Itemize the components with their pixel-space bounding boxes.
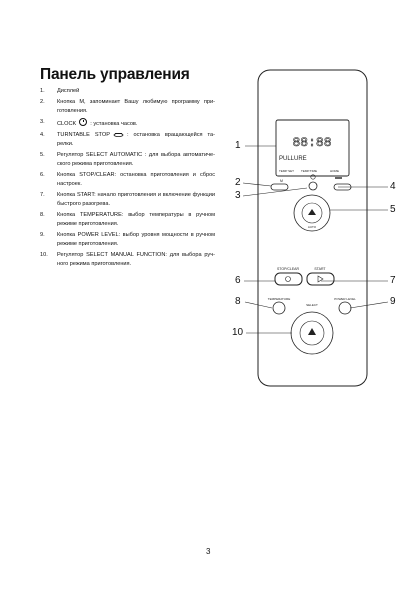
power-level-button[interactable] — [338, 301, 352, 315]
list-item: 1.Дисплей — [40, 88, 80, 94]
display-text: PULLURE — [279, 156, 307, 162]
list-item: 10.Регулятор SELECT MANUAL FUNCTION: для… — [40, 252, 215, 268]
stop-clear-button[interactable] — [274, 272, 303, 286]
m-button[interactable] — [270, 183, 289, 191]
list-item: 7.Кнопка START: начало приготовления и в… — [40, 192, 215, 208]
temperature-label: TEMPERATURE — [268, 297, 290, 301]
stop-clear-label: STOP/CLEAR — [277, 267, 300, 271]
turntable-stop-button[interactable] — [333, 183, 352, 191]
control-list: 1.Дисплей 2.Кнопка М, запоминает Вашу лю… — [40, 87, 215, 271]
callout-9: 9 — [390, 296, 396, 307]
display-sublabel: TEMP.TIME — [301, 169, 317, 173]
page-title: Панель управления — [40, 66, 190, 83]
temperature-button[interactable] — [272, 301, 286, 315]
power-level-label: POWER LEVEL — [334, 297, 356, 301]
start-icon — [317, 275, 324, 283]
list-item: 3.CLOCK: установка часов. — [40, 118, 138, 128]
list-item: 8.Кнопка TEMPERATURE: выбор температуры … — [40, 212, 215, 228]
callout-2: 2 — [235, 177, 241, 188]
turntable-icon — [113, 133, 124, 138]
display-digits: 88:88 — [292, 135, 331, 150]
clock-icon — [310, 174, 316, 180]
page-number: 3 — [206, 547, 211, 556]
display-sublabel: TEMP SET — [279, 169, 294, 173]
callout-3: 3 — [235, 190, 241, 201]
list-item: 6.Кнопка STOP/CLEAR: остановка приготовл… — [40, 172, 215, 188]
list-item: 9.Кнопка POWER LEVEL: выбор уровня мощно… — [40, 232, 215, 248]
manual-dial-label: SELECT — [306, 303, 318, 307]
list-item: 2.Кнопка М, запоминает Вашу любимую прог… — [40, 99, 215, 114]
display-sublabel: HOME — [330, 169, 339, 173]
auto-dial-label: AUTO — [308, 225, 317, 229]
start-label: START — [314, 267, 326, 271]
dial-arrow-icon — [308, 209, 316, 215]
callout-7: 7 — [390, 275, 396, 286]
dial-arrow-icon — [308, 328, 316, 335]
control-panel-illustration: 88:88 PULLURE TEMP SET TEMP.TIME HOME M … — [257, 69, 368, 387]
callout-4: 4 — [390, 181, 396, 192]
list-item: 5.Регулятор SELECT AUTOMATIC : для выбор… — [40, 152, 215, 168]
callout-5: 5 — [390, 204, 396, 215]
callout-8: 8 — [235, 296, 241, 307]
list-item: 4.TURNTABLE STOP: остановка вращающейся … — [40, 132, 215, 148]
callout-6: 6 — [235, 275, 241, 286]
callout-1: 1 — [235, 140, 241, 151]
stop-icon — [285, 276, 291, 282]
start-button[interactable] — [306, 272, 335, 286]
callout-10: 10 — [232, 327, 244, 338]
clock-button[interactable] — [308, 181, 318, 191]
m-button-label: M — [280, 179, 283, 183]
display — [275, 119, 350, 177]
clock-icon — [79, 118, 88, 127]
